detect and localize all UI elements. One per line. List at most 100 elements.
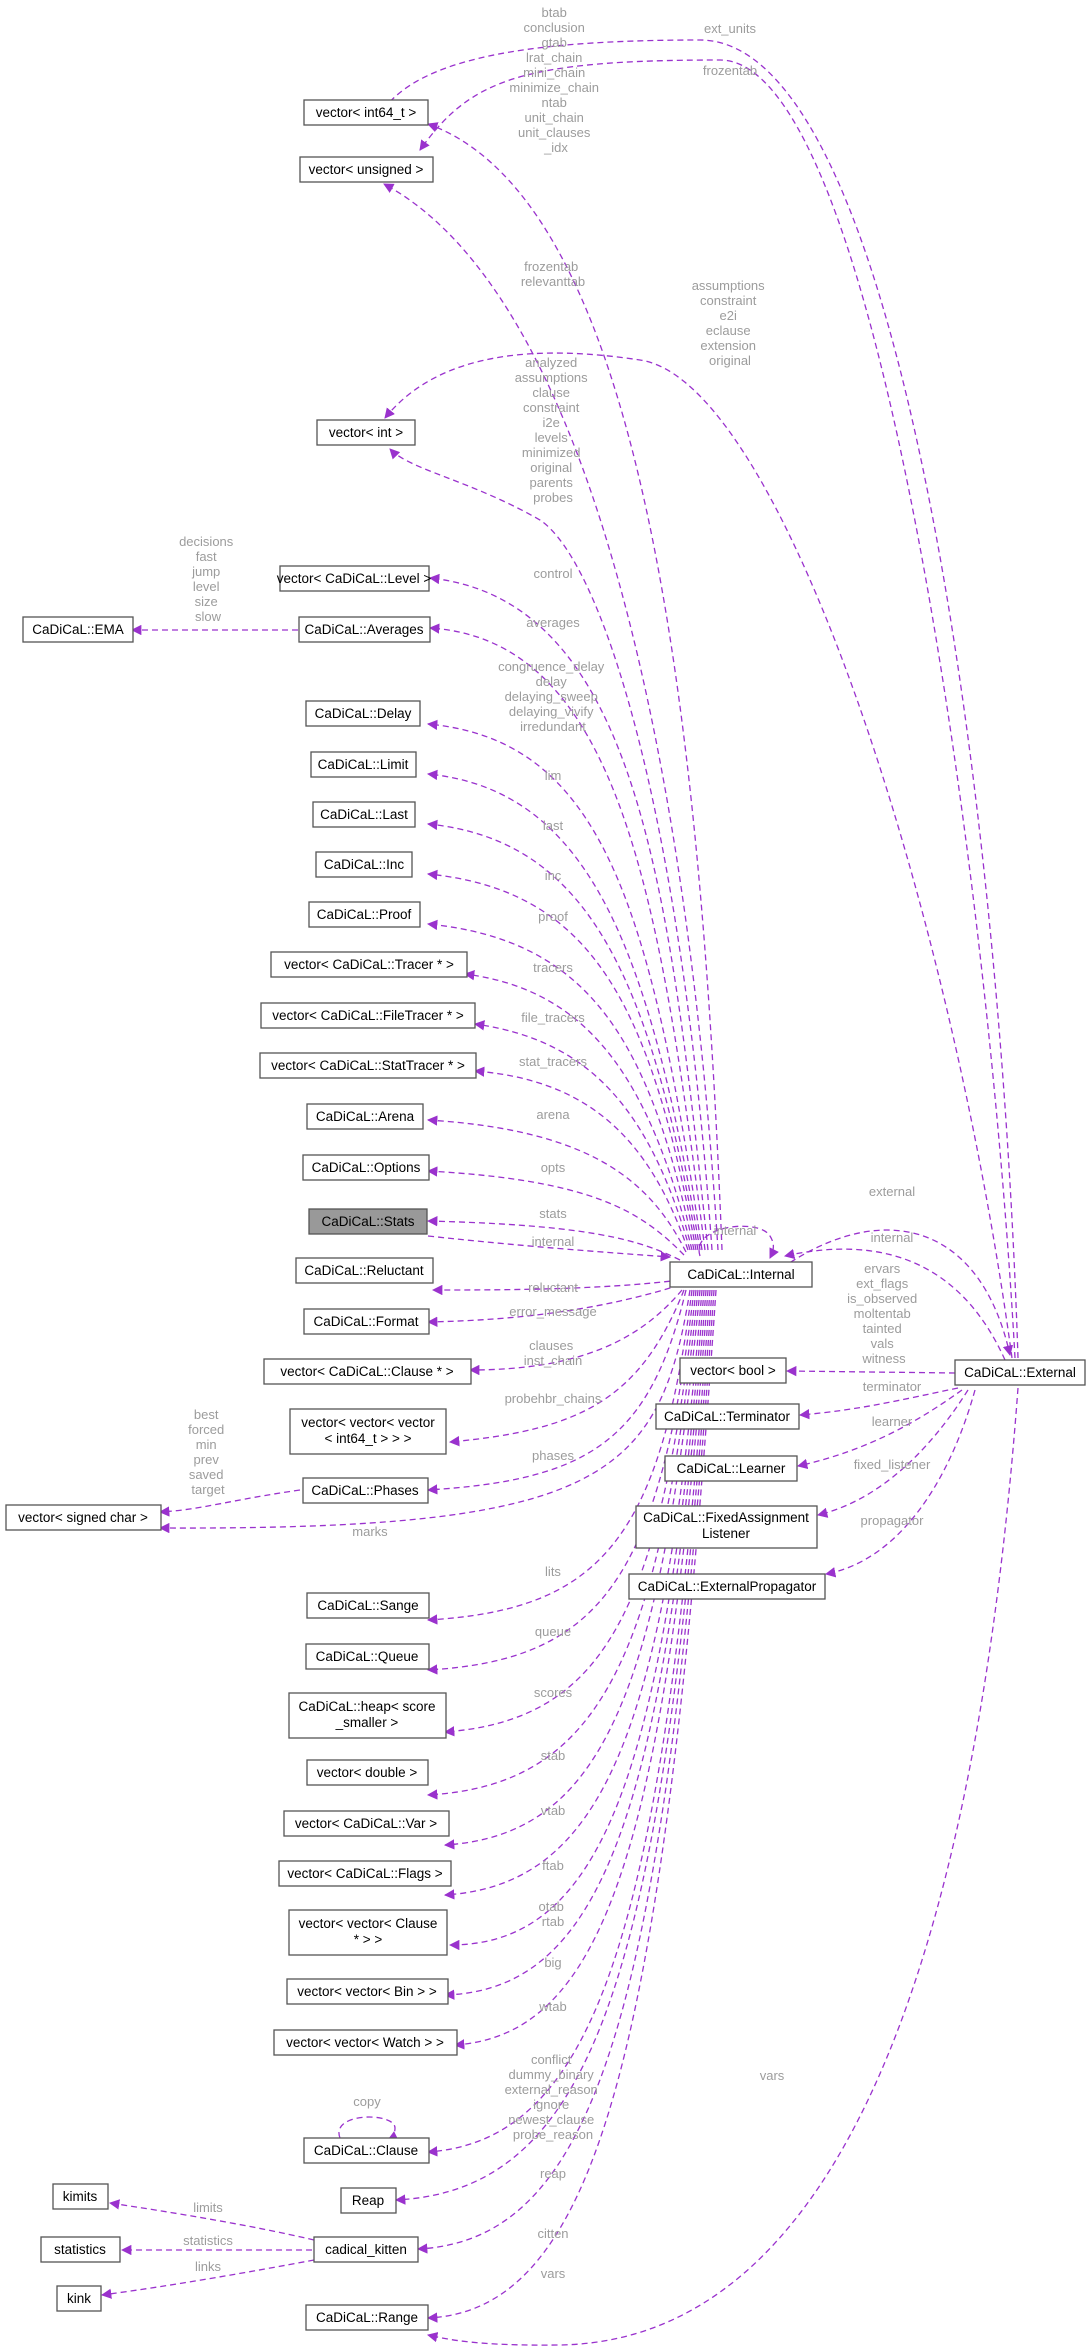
lbl-slow: slow [195, 609, 222, 624]
lbl-wtab: wtab [538, 1999, 566, 2014]
lbl-propagator: propagator [861, 1513, 925, 1528]
node-statistics[interactable]: statistics [40, 2236, 121, 2263]
node-label: CaDiCaL::Queue [316, 1649, 419, 1664]
edge-kitten-kimits [108, 2199, 315, 2241]
node-external[interactable]: CaDiCaL::External [954, 1359, 1086, 1386]
lbl-jump: jump [191, 564, 220, 579]
node-label: vector< vector< Clause* > > [299, 1916, 438, 1947]
node-vector-signed-char[interactable]: vector< signed char > [5, 1504, 162, 1531]
node-label: CaDiCaL::Limit [318, 757, 409, 772]
node-arena[interactable]: CaDiCaL::Arena [306, 1103, 424, 1130]
edge-lim [426, 769, 701, 1251]
node-label: vector< vector< vector< int64_t > > > [301, 1415, 435, 1446]
node-last[interactable]: CaDiCaL::Last [312, 801, 416, 828]
node-reap[interactable]: Reap [340, 2187, 397, 2214]
label-assumptions-ext-group: assumptions constraint e2i eclause exten… [692, 278, 769, 368]
label-frozentab-group: frozentab relevanttab [521, 259, 585, 289]
node-label: vector< bool > [690, 1363, 776, 1378]
lbl-target: target [191, 1482, 225, 1497]
node-ema[interactable]: CaDiCaL::EMA [22, 616, 134, 643]
node-proof[interactable]: CaDiCaL::Proof [308, 901, 421, 928]
node-vector-clause-ptr[interactable]: vector< CaDiCaL::Clause * > [263, 1358, 472, 1385]
lbl-queue: queue [535, 1624, 571, 1639]
node-delay[interactable]: CaDiCaL::Delay [305, 700, 421, 727]
node-queue[interactable]: CaDiCaL::Queue [305, 1643, 430, 1670]
lbl-assumptions-ext: assumptions [692, 278, 765, 293]
node-clause[interactable]: CaDiCaL::Clause [303, 2137, 430, 2164]
node-stats[interactable]: CaDiCaL::Stats [308, 1208, 428, 1235]
node-vector-level[interactable]: vector< CaDiCaL::Level > [277, 565, 432, 592]
node-label: CaDiCaL::Internal [687, 1267, 794, 1282]
lbl-probehbr-chains: probehbr_chains [505, 1391, 602, 1406]
node-label: vector< CaDiCaL::Level > [277, 571, 432, 586]
edge-terminator [798, 1387, 959, 1420]
node-label-line: vector< vector< Clause [299, 1916, 438, 1931]
node-vector-tracer[interactable]: vector< CaDiCaL::Tracer * > [270, 951, 468, 978]
node-label: statistics [54, 2242, 106, 2257]
node-terminator[interactable]: CaDiCaL::Terminator [655, 1403, 800, 1430]
lbl-inst-chain: inst_chain [524, 1353, 583, 1368]
lbl-clause: clause [532, 385, 570, 400]
edge-tracers [463, 970, 693, 1251]
edge-kitten-kink [100, 2259, 315, 2299]
node-internal[interactable]: CaDiCaL::Internal [669, 1261, 813, 1288]
edge-internal-self [698, 1225, 779, 1259]
edge-vars-external [426, 1387, 1019, 2346]
edge-phases [426, 1289, 687, 1495]
node-vector-vv-watch[interactable]: vector< vector< Watch > > [273, 2029, 458, 2056]
node-vector-double[interactable]: vector< double > [306, 1759, 429, 1786]
node-label: CaDiCaL::Inc [324, 857, 405, 872]
node-label-line: CaDiCaL::FixedAssignment [643, 1510, 809, 1525]
node-limit[interactable]: CaDiCaL::Limit [310, 751, 417, 778]
node-format[interactable]: CaDiCaL::Format [303, 1308, 430, 1335]
edge-averages [428, 623, 706, 1251]
lbl-ervars: ervars [864, 1261, 901, 1276]
node-phases[interactable]: CaDiCaL::Phases [302, 1477, 429, 1504]
node-label: kink [67, 2291, 91, 2306]
node-cadical-kitten[interactable]: cadical_kitten [313, 2236, 419, 2263]
lbl-probe-reason: probe_reason [513, 2127, 593, 2142]
node-vector-stattracer[interactable]: vector< CaDiCaL::StatTracer * > [259, 1052, 477, 1079]
node-label-line: < int64_t > > > [324, 1431, 411, 1446]
lbl-opts: opts [541, 1160, 566, 1175]
node-averages[interactable]: CaDiCaL::Averages [298, 616, 431, 643]
node-vector-flags[interactable]: vector< CaDiCaL::Flags > [278, 1860, 452, 1887]
node-vector-int64[interactable]: vector< int64_t > [303, 99, 429, 126]
node-label: CaDiCaL::Sange [317, 1598, 418, 1613]
node-vector-unsigned[interactable]: vector< unsigned > [299, 156, 434, 183]
lbl-averages: averages [526, 615, 580, 630]
lbl-ntab: ntab [542, 95, 567, 110]
node-label: vector< double > [317, 1765, 418, 1780]
edge-scores [443, 1289, 697, 1737]
lbl-min: min [196, 1437, 217, 1452]
node-kimits[interactable]: kimits [52, 2183, 109, 2210]
node-label: CaDiCaL::Reluctant [304, 1263, 424, 1278]
node-reluctant[interactable]: CaDiCaL::Reluctant [295, 1257, 434, 1284]
node-vector-vv-clause[interactable]: vector< vector< Clause* > > [288, 1909, 448, 1956]
node-vector-vvv-int64[interactable]: vector< vector< vector< int64_t > > > [289, 1408, 447, 1455]
edge-reap [394, 1289, 713, 2205]
node-options[interactable]: CaDiCaL::Options [302, 1154, 430, 1181]
lbl-is-observed: is_observed [847, 1291, 917, 1306]
node-label: CaDiCaL::Last [320, 807, 408, 822]
node-vector-vv-bin[interactable]: vector< vector< Bin > > [286, 1978, 449, 2005]
node-vector-int[interactable]: vector< int > [316, 419, 416, 446]
node-range[interactable]: CaDiCaL::Range [305, 2304, 429, 2331]
node-heap[interactable]: CaDiCaL::heap< score_smaller > [288, 1692, 447, 1739]
lbl-statistics: statistics [183, 2233, 233, 2248]
node-vector-var[interactable]: vector< CaDiCaL::Var > [283, 1810, 450, 1837]
node-inc[interactable]: CaDiCaL::Inc [315, 851, 413, 878]
node-external-propagator[interactable]: CaDiCaL::ExternalPropagator [628, 1573, 826, 1600]
node-learner[interactable]: CaDiCaL::Learner [664, 1455, 798, 1482]
lbl-analyzed: analyzed [525, 355, 577, 370]
node-vector-bool[interactable]: vector< bool > [679, 1357, 787, 1384]
node-sange[interactable]: CaDiCaL::Sange [306, 1592, 430, 1619]
node-vector-filetracer[interactable]: vector< CaDiCaL::FileTracer * > [260, 1002, 476, 1029]
node-kink[interactable]: kink [56, 2285, 102, 2312]
node-label: CaDiCaL::Clause [314, 2143, 418, 2158]
node-label: Reap [352, 2193, 384, 2208]
label-btab-group: btab conclusion gtab lrat_chain mini_cha… [509, 5, 602, 155]
lbl-original: original [530, 460, 572, 475]
